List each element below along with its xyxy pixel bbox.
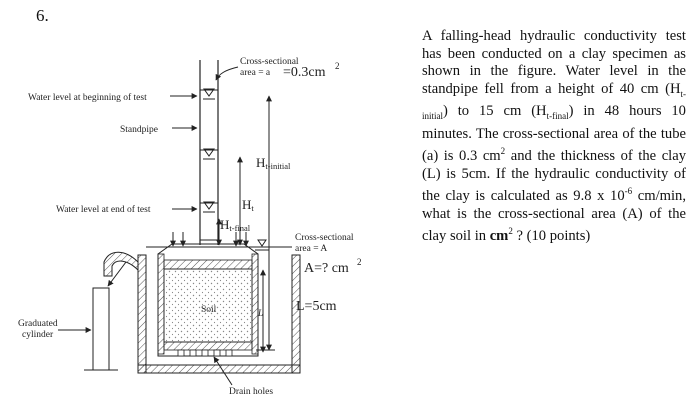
problem-sub-final: t-final xyxy=(546,111,569,122)
problem-part-6: ? (10 points) xyxy=(512,228,591,245)
problem-sup-area: 2 xyxy=(500,146,506,157)
area-question-sup: 2 xyxy=(357,257,362,267)
label-arrows xyxy=(170,66,239,212)
dimension-lines xyxy=(216,95,275,353)
problem-unit-bold: cm xyxy=(489,228,509,245)
problem-sup-exponent: -6 xyxy=(624,186,633,197)
standpipe-label: Standpipe xyxy=(120,125,158,135)
problem-part-3: ) in 48 hours 10 minutes. The cross-sect… xyxy=(422,103,686,165)
problem-part-1: A falling-head hydraulic conductivity te… xyxy=(422,28,686,97)
water-begin-label: Water level at beginning of test xyxy=(28,92,147,103)
soil-area-label-1: Cross-sectional xyxy=(295,233,354,243)
graduated-cylinder xyxy=(58,287,118,371)
soil-label: Soil xyxy=(201,305,217,315)
tube-area-sup: 2 xyxy=(335,61,340,71)
outer-tank xyxy=(103,239,301,374)
area-question: A=? cm xyxy=(304,261,349,276)
soil-specimen xyxy=(163,268,253,343)
permeameter-diagram: Cross-sectional area = a =0.3cm 2 Water … xyxy=(18,57,362,397)
problem-sup-unit: 2 xyxy=(508,226,513,237)
ht-final-label: Ht-final xyxy=(220,217,251,233)
drain-holes-label: Drain holes xyxy=(229,387,273,397)
water-end-label: Water level at end of test xyxy=(56,204,151,215)
problem-sub-initial: t-initial xyxy=(422,88,686,122)
graduated-label-1: Graduated xyxy=(18,319,58,329)
question-number: 6. xyxy=(36,6,49,25)
problem-part-4: and the thickness of the clay (L) is 5cm… xyxy=(422,148,686,205)
drain-holes xyxy=(177,349,233,357)
specimen-mold xyxy=(157,239,259,386)
tube-area-value: =0.3cm xyxy=(283,65,326,80)
problem-part-2: ) to 15 cm (H xyxy=(443,103,547,120)
tube-area-label-2: area = a xyxy=(240,68,271,78)
graduated-label-2: cylinder xyxy=(22,330,54,340)
problem-part-5: cm/min, what is the cross-sectional area… xyxy=(422,188,686,245)
standpipe xyxy=(199,60,219,245)
ht-label: Ht xyxy=(242,197,254,213)
L-value: L=5cm xyxy=(296,299,337,314)
water-level-markers xyxy=(200,88,218,213)
tube-area-label-1: Cross-sectional xyxy=(240,57,299,67)
ht-initial-label: Ht-initial xyxy=(256,155,291,171)
problem-text: A falling-head hydraulic conductivity te… xyxy=(422,28,686,246)
soil-area-label-2: area = A xyxy=(295,244,327,254)
L-label: L xyxy=(257,308,263,318)
